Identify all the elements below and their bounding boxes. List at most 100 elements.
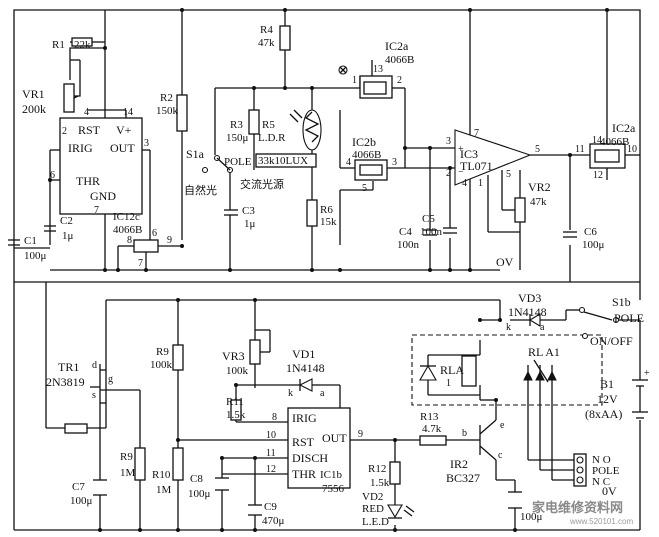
c1-label: C1: [24, 235, 37, 247]
relay-box: [411, 334, 603, 406]
resistor-r9: [172, 344, 184, 371]
vd2-type: L.E.D: [362, 516, 389, 528]
vd3-type: 1N4148: [508, 305, 547, 319]
tr1-pin-g: g: [108, 374, 113, 385]
watermark-main: 家电维修资料网: [532, 500, 623, 515]
c2-label: C2: [60, 215, 73, 227]
diode-vd3: [528, 313, 541, 327]
ic1b-type: 7556: [322, 483, 345, 495]
resistor-r11: [230, 399, 242, 421]
r4-value: 47k: [258, 37, 275, 49]
r12-label: R12: [368, 463, 386, 475]
ic3-pin4: 4: [462, 178, 467, 189]
switch-ic2b: [354, 159, 388, 181]
ldr-spec-box: [255, 153, 317, 168]
r3-label: R3: [230, 119, 243, 131]
timer-ic-top: [14, 109, 151, 270]
potentiometer-vr1: [63, 59, 81, 113]
ic2a-right-label: IC2a: [612, 121, 636, 135]
ic2a-right-type: 4066B: [600, 136, 629, 148]
ic1b-thr: THR: [292, 467, 316, 481]
r10-label: R10: [152, 469, 171, 481]
vd1-type: 1N4148: [286, 361, 325, 375]
s1a-label: S1a: [186, 147, 205, 161]
capacitor-c3: [224, 200, 238, 270]
r3-value: 150μ: [226, 132, 249, 144]
ic12c-label: IC12c: [113, 211, 140, 223]
ic1b-pin9: 9: [358, 429, 363, 440]
r9b-label: R9: [120, 451, 133, 463]
ic1b-pin10: 10: [266, 430, 276, 441]
vr1-value: 200k: [22, 102, 46, 116]
diode-vd1: [298, 378, 320, 392]
ir2-pin-b: b: [462, 428, 467, 439]
term-nc: N C: [592, 476, 610, 488]
ir2-type: BC327: [446, 471, 480, 485]
tr1-label: TR1: [58, 360, 79, 374]
c4-label: C4: [399, 226, 412, 238]
r13-value: 4.7k: [422, 423, 442, 435]
ic3-plus: +: [458, 144, 464, 155]
ic2a-right-pin10: 10: [627, 144, 637, 155]
ic12c-type: 4066B: [113, 224, 142, 236]
term-no: N O: [592, 454, 611, 466]
capacitor-c5: [443, 227, 457, 234]
ic2a-top-pin2: 2: [397, 75, 402, 86]
ic2b-pin4: 4: [346, 157, 351, 168]
battery-b1: [632, 379, 648, 419]
ic1b-out: OUT: [322, 431, 347, 445]
c7-label: C7: [72, 481, 85, 493]
r5-label: R5: [262, 119, 275, 131]
b1-plus: +: [644, 368, 650, 379]
ic-top-pin6: 6: [50, 170, 55, 181]
ic3-label: IC3: [460, 147, 478, 161]
r2-label: R2: [160, 92, 173, 104]
opamp-ic3: [454, 129, 532, 186]
ic2a-top-label: IC2a: [385, 39, 409, 53]
c8-value: 100μ: [188, 488, 211, 500]
ic-top-thr: THR: [76, 174, 100, 188]
r9-value: 100k: [150, 359, 173, 371]
ic-top-out: OUT: [110, 141, 135, 155]
ir2-label: IR2: [450, 457, 468, 471]
ic2b-type: 4066B: [352, 149, 381, 161]
ic-top-pin3: 3: [144, 138, 149, 149]
lower-wiring: [13, 282, 641, 531]
ic1b-rst: RST: [292, 435, 315, 449]
s1a-ac-light: 交流光源: [240, 177, 284, 191]
ic3-pin6: 5: [535, 144, 540, 155]
r1-value: 22k: [74, 39, 91, 51]
b1-cells: (8xAA): [585, 407, 622, 421]
s1b-state: ON/OFF: [590, 334, 633, 348]
s1a-natural-light: 自然光: [184, 183, 217, 197]
ic3-type: TL071: [460, 159, 493, 173]
c1-value: 100μ: [24, 250, 47, 262]
vd3-label: VD3: [518, 291, 541, 305]
capacitor-c9: [248, 504, 262, 516]
vd3-a: a: [540, 322, 545, 333]
r4-label: R4: [260, 24, 273, 36]
term-pole: POLE: [592, 465, 620, 477]
ic1b-pin11: 11: [266, 448, 276, 459]
ldr-spec: 33k10LUX: [258, 155, 308, 167]
watermark-url: www.520101.com: [569, 517, 633, 526]
ic1b-disch: DISCH: [292, 451, 328, 465]
rla1-label: RL A1: [528, 345, 560, 359]
ic12c-pin7: 7: [138, 258, 143, 269]
capacitor-c7: [93, 479, 107, 496]
r6-value: 15k: [320, 216, 337, 228]
potentiometer-vr2: [502, 197, 526, 223]
c3-value: 1μ: [244, 218, 256, 230]
b1-voltage: 12V: [597, 392, 618, 406]
resistor-r12: [389, 461, 401, 485]
ic-top-pin2: 2: [62, 126, 67, 137]
timer-ic-bottom: [287, 407, 351, 489]
switch-ic2a-top: [359, 60, 393, 99]
c10-value: 100μ: [520, 511, 543, 523]
potentiometer-vr3: [249, 339, 270, 365]
ic2a-right-pin14: 14: [592, 135, 602, 146]
c3-label: C3: [242, 205, 255, 217]
c2-value: 1μ: [62, 230, 74, 242]
resistor-r3: [248, 109, 260, 135]
